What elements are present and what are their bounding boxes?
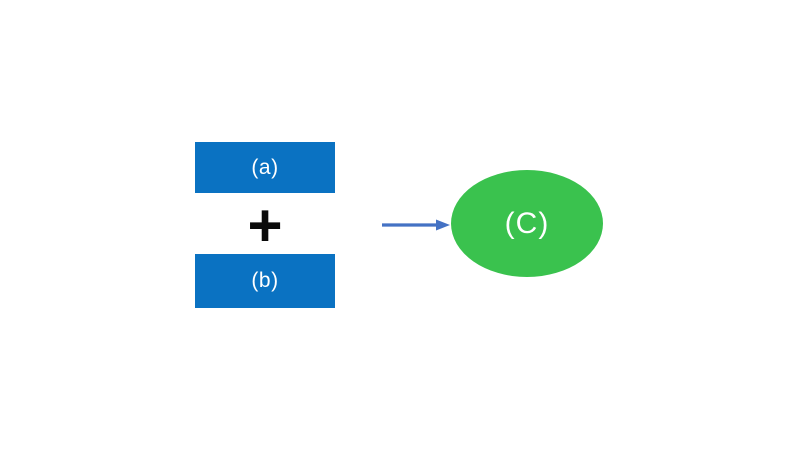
arrow-head <box>436 219 450 231</box>
result-ellipse-c: (C) <box>451 170 603 277</box>
input-box-a-label: (a) <box>251 155 279 179</box>
input-box-b: (b) <box>195 254 335 308</box>
result-ellipse-label: (C) <box>504 206 550 240</box>
plus-operator: + <box>247 191 283 259</box>
input-box-b-label: (b) <box>251 269 279 292</box>
input-box-a: (a) <box>195 142 335 193</box>
arrow-right-icon <box>380 215 452 235</box>
